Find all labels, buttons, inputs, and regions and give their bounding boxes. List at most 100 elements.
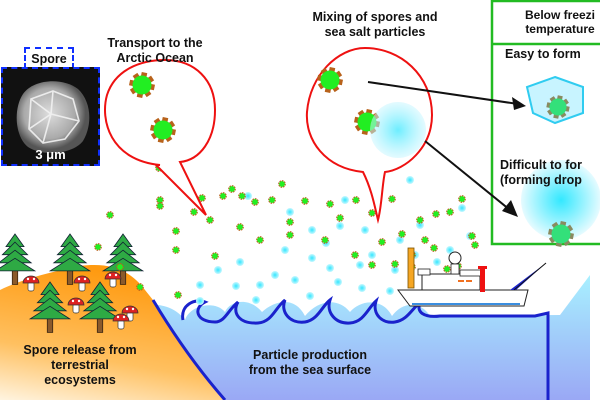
spore-icon [458,195,466,203]
spore-icon [321,236,329,244]
spore-icon [106,211,114,219]
spore-icon [336,214,344,222]
sea-salt-particle-icon [236,258,244,266]
label-mixing: Mixing of spores and sea salt particles [312,10,438,39]
spore-icon [172,227,180,235]
sea-salt-particle-icon [281,246,289,254]
ship-icon [397,247,547,307]
spore-icon [416,216,424,224]
spore-icon [286,231,294,239]
spore-icon [251,198,259,206]
spore-icon [156,202,164,210]
spore-icon [219,192,227,200]
spore-icon [94,243,102,251]
sea-salt-particle-icon [391,266,399,274]
arrow-icon [367,81,526,217]
spore-icon [443,265,451,273]
spore-icon [228,185,236,193]
spore-icon [326,200,334,208]
spore-icon [546,95,570,119]
sea [120,275,590,400]
mushroom-icon [73,275,91,292]
tree-icon [78,281,122,333]
sea-salt-particle-icon [368,251,376,259]
spore-icon [128,71,156,99]
spore-icon [388,195,396,203]
sea-salt-particle-icon [433,258,441,266]
mushroom-icon [67,297,85,314]
spore-inset-tag: Spore [24,47,74,69]
spore-icon [236,223,244,231]
sea-salt-particle-icon [244,192,252,200]
tree-icon [101,233,145,285]
spore-icon [468,232,476,240]
sea-salt-particle-icon [214,266,222,274]
mushroom-icon [112,313,130,330]
sea-salt-particle-icon [271,271,279,279]
label-particle-production: Particle production from the sea surface [248,348,372,377]
mushroom-icon [22,275,40,292]
bubble-spores [128,66,381,144]
sea-salt-particle-icon [370,102,426,158]
scale-bar-label: 3 μm [35,147,66,162]
spore-icon [211,252,219,260]
spore-icon [174,291,182,299]
spore-icon [172,246,180,254]
sea-salt-particle-icon [326,264,334,272]
spore-icon [278,180,286,188]
spore-icon [301,197,309,205]
sea-salt-particle-icon [306,292,314,300]
spore-icon [446,208,454,216]
label-easy-to-form: Easy to form [505,47,581,61]
airborne-spores [94,164,479,299]
label-below-freezing: Below freezi temperature [524,8,596,37]
sea-salt-particle-icon [356,261,364,269]
mushroom-icon [104,271,122,288]
sea-salt-particle-icon [406,176,414,184]
sea-salt-particle-icon [358,284,366,292]
sea-salt-particle-icon [256,281,264,289]
spore-icon [238,192,246,200]
spore-icon [256,236,264,244]
spore-icon [149,116,177,144]
sea-salt-particle-icon [458,204,466,212]
sea-salt-particle-icon [308,254,316,262]
spore-icon [198,194,206,202]
sea-salt-particle-icon [446,246,454,254]
sea-salt-particle-icon [334,278,342,286]
droplet-icon [521,160,600,240]
spore-icon [398,230,406,238]
sea-salt-particle-icon [252,296,260,304]
spore-icon [206,216,214,224]
tree-icon [28,281,72,333]
spore-icon [430,244,438,252]
label-transport: Transport to the Arctic Ocean [107,36,203,65]
sea-salt-particle-icon [308,226,316,234]
tree-icon [0,233,37,285]
spore-icon [471,241,479,249]
spore-icon [116,263,124,271]
trees [0,233,145,333]
sea-salt-particle-icon [341,196,349,204]
spore-micrograph [16,81,90,153]
sea-salt-particle-icon [361,226,369,234]
spore-icon [378,238,386,246]
spore-icon [268,196,276,204]
sea-salt-particle-icon [196,281,204,289]
spore-icon [421,236,429,244]
spore-icon [190,208,198,216]
spore-icon [316,66,344,94]
spore-icon [547,220,575,248]
sea-salt-particle-icon [291,276,299,284]
mushrooms [22,271,139,330]
spore-icon [286,218,294,226]
spore-sem-image: 3 μm [1,67,100,166]
spore-icon [391,260,399,268]
spore-icon [432,210,440,218]
sea-salt-particle-icon [286,208,294,216]
sea-salt-particle-icon [196,297,204,305]
spore-icon [352,196,360,204]
spore-icon [368,261,376,269]
sea-salt-particle-icon [386,287,394,295]
